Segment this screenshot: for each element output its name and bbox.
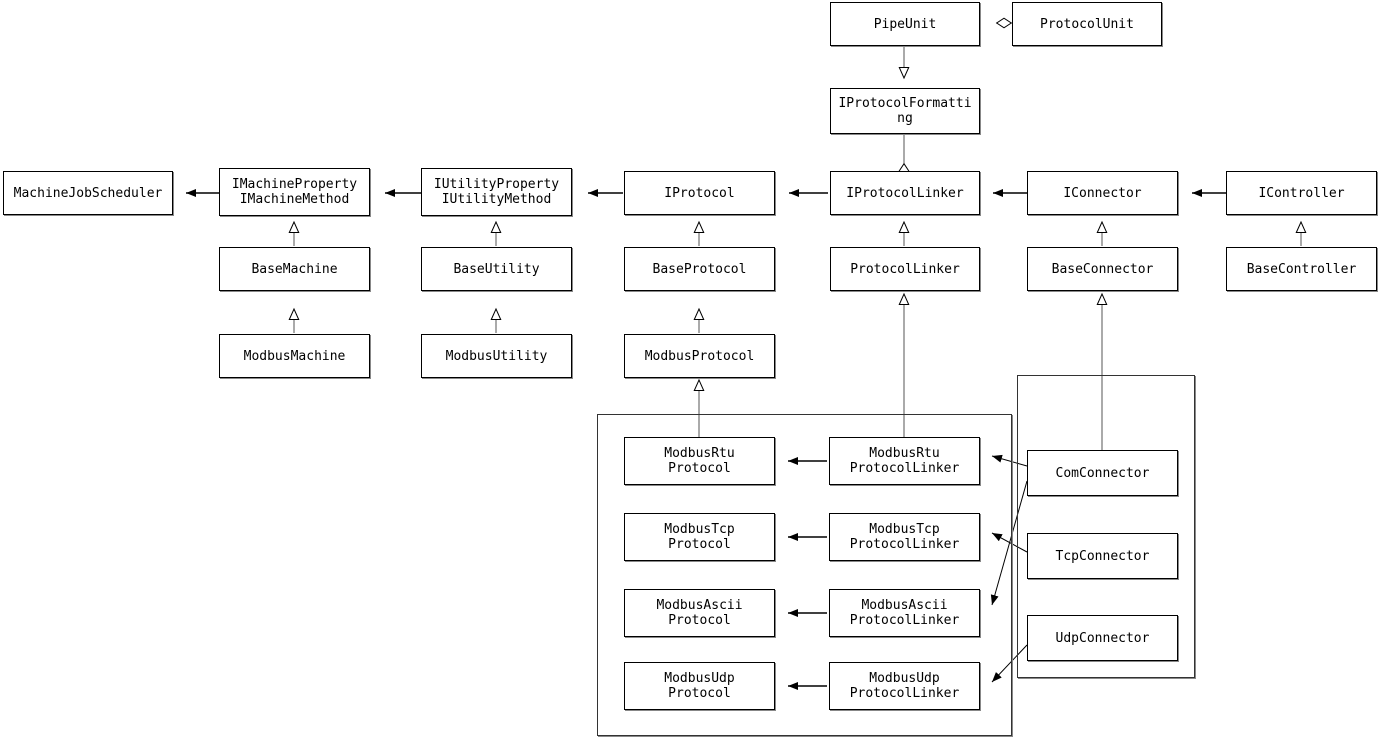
node-protocol-linker[interactable]: ProtocolLinker xyxy=(830,247,980,291)
node-base-connector[interactable]: BaseConnector xyxy=(1027,247,1178,291)
node-pipe-unit[interactable]: PipeUnit xyxy=(830,2,980,46)
node-label: ProtocolUnit xyxy=(1040,16,1134,32)
node-modbus-rtu-protocol[interactable]: ModbusRtu Protocol xyxy=(624,437,775,485)
node-iprotocol-formatting[interactable]: IProtocolFormatti ng xyxy=(830,88,980,134)
node-label: ModbusAscii Protocol xyxy=(656,598,743,628)
node-protocol-unit[interactable]: ProtocolUnit xyxy=(1012,2,1162,46)
node-tcp-connector[interactable]: TcpConnector xyxy=(1027,533,1178,579)
node-label: BaseUtility xyxy=(453,261,540,277)
node-label: ComConnector xyxy=(1055,465,1150,481)
node-label: IProtocolFormatti ng xyxy=(838,96,972,126)
node-label: ModbusProtocol xyxy=(644,348,755,364)
node-label: BaseController xyxy=(1246,261,1357,277)
node-label: ModbusTcp ProtocolLinker xyxy=(849,522,960,552)
node-label: ModbusRtu Protocol xyxy=(664,446,735,476)
node-label: PipeUnit xyxy=(873,16,937,32)
node-label: IController xyxy=(1258,185,1345,201)
node-modbus-machine[interactable]: ModbusMachine xyxy=(219,334,370,378)
node-modbus-udp-protocol[interactable]: ModbusUdp Protocol xyxy=(624,662,775,710)
node-iprotocol[interactable]: IProtocol xyxy=(624,171,775,215)
node-base-machine[interactable]: BaseMachine xyxy=(219,247,370,291)
node-machine-job-scheduler[interactable]: MachineJobScheduler xyxy=(3,171,173,215)
node-label: UdpConnector xyxy=(1055,630,1150,646)
node-label: ModbusUdp ProtocolLinker xyxy=(849,671,960,701)
node-base-protocol[interactable]: BaseProtocol xyxy=(624,247,775,291)
node-udp-connector[interactable]: UdpConnector xyxy=(1027,615,1178,661)
node-icontroller[interactable]: IController xyxy=(1226,171,1377,215)
node-iprotocol-linker[interactable]: IProtocolLinker xyxy=(830,171,980,215)
node-label: BaseConnector xyxy=(1051,261,1154,277)
node-label: IConnector xyxy=(1063,185,1142,201)
node-label: IProtocol xyxy=(664,185,735,201)
node-modbus-ascii-protocol[interactable]: ModbusAscii Protocol xyxy=(624,589,775,637)
node-imachine-property[interactable]: IMachineProperty IMachineMethod xyxy=(219,168,370,216)
node-base-utility[interactable]: BaseUtility xyxy=(421,247,572,291)
node-modbus-utility[interactable]: ModbusUtility xyxy=(421,334,572,378)
node-label: ProtocolLinker xyxy=(850,261,960,277)
node-modbus-rtu-protocol-linker[interactable]: ModbusRtu ProtocolLinker xyxy=(829,437,980,485)
node-label: ModbusRtu ProtocolLinker xyxy=(849,446,960,476)
node-modbus-udp-protocol-linker[interactable]: ModbusUdp ProtocolLinker xyxy=(829,662,980,710)
node-label: BaseMachine xyxy=(251,261,338,277)
node-label: ModbusTcp Protocol xyxy=(664,522,735,552)
node-label: BaseProtocol xyxy=(652,261,747,277)
node-label: ModbusUdp Protocol xyxy=(664,671,735,701)
node-label: TcpConnector xyxy=(1055,548,1150,564)
node-label: MachineJobScheduler xyxy=(13,185,163,201)
node-label: IMachineProperty IMachineMethod xyxy=(231,177,358,207)
node-com-connector[interactable]: ComConnector xyxy=(1027,450,1178,496)
node-iconnector[interactable]: IConnector xyxy=(1027,171,1178,215)
node-label: ModbusUtility xyxy=(445,348,548,364)
node-base-controller[interactable]: BaseController xyxy=(1226,247,1377,291)
node-label: IProtocolLinker xyxy=(846,185,964,201)
node-modbus-tcp-protocol-linker[interactable]: ModbusTcp ProtocolLinker xyxy=(829,513,980,561)
node-label: ModbusAscii ProtocolLinker xyxy=(849,598,960,628)
node-label: IUtilityProperty IUtilityMethod xyxy=(433,177,560,207)
node-iutility-property[interactable]: IUtilityProperty IUtilityMethod xyxy=(421,168,572,216)
node-modbus-protocol[interactable]: ModbusProtocol xyxy=(624,334,775,378)
node-modbus-ascii-protocol-linker[interactable]: ModbusAscii ProtocolLinker xyxy=(829,589,980,637)
node-modbus-tcp-protocol[interactable]: ModbusTcp Protocol xyxy=(624,513,775,561)
node-label: ModbusMachine xyxy=(243,348,346,364)
